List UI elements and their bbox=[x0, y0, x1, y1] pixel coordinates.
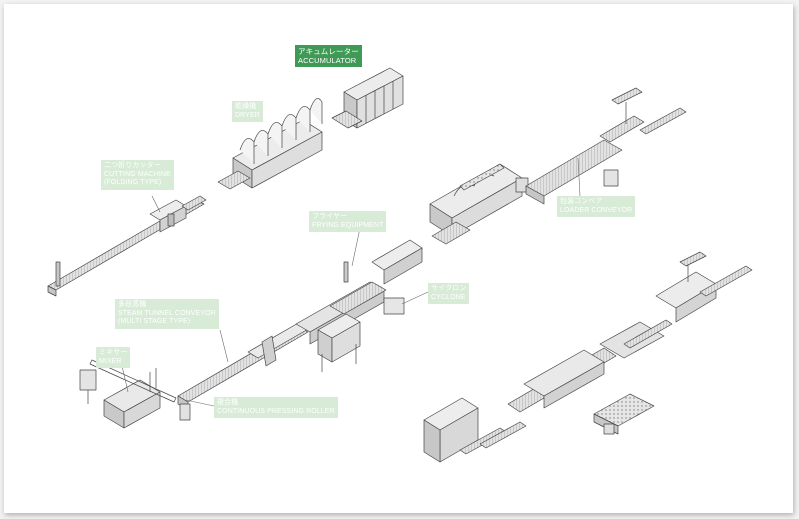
packing-unit-right bbox=[593, 393, 655, 435]
label-cutting-machine: 二つ折りカッター CUTTING MACHINE (FOLDING TYPE) bbox=[101, 160, 174, 190]
packing-unit-left bbox=[423, 397, 527, 463]
cutting-machine bbox=[47, 195, 207, 297]
label-mixer: ミキサー MIXER bbox=[96, 347, 131, 368]
loader-conveyor bbox=[525, 87, 687, 205]
label-continuous-pressing-roller: 複合機 CONTINUOUS PRESSING ROLLER bbox=[214, 397, 338, 418]
accumulator-machine bbox=[331, 67, 404, 129]
label-accumulator: アキュムレーター ACCUMULATOR bbox=[295, 45, 362, 67]
dryer-machine bbox=[217, 98, 323, 190]
label-cyclone: サイクロン CYCLONE bbox=[428, 283, 470, 304]
secondary-line bbox=[507, 251, 753, 413]
mixer-machine bbox=[79, 359, 191, 429]
label-frying-equipment: フライヤー FRYING EQUIPMENT bbox=[309, 211, 387, 232]
label-loader-conveyor: 包装コンベア LOADER CONVEYOR bbox=[557, 196, 636, 217]
label-steam-tunnel-conveyor: 多段蒸機 STEAM TUNNEL CONVEYOR (MULTI STAGE … bbox=[115, 299, 219, 329]
cyclone-unit bbox=[317, 297, 405, 372]
label-dryer: 乾燥機 DRYER bbox=[232, 101, 263, 122]
frying-equipment bbox=[429, 163, 529, 245]
